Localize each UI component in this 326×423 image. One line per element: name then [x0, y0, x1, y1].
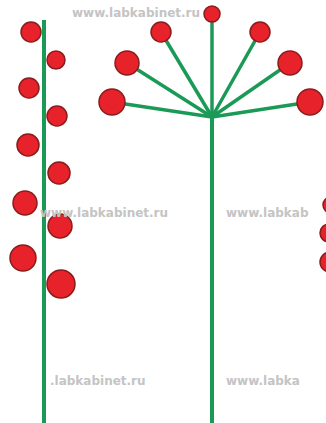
flower	[115, 51, 139, 75]
flower	[10, 245, 36, 271]
flower	[297, 89, 323, 115]
flower	[47, 51, 65, 69]
flower	[21, 22, 41, 42]
stem	[210, 117, 214, 423]
watermark: www.labkab	[226, 206, 309, 220]
raceme	[10, 20, 75, 423]
ray	[161, 32, 212, 117]
partial-inflorescence	[320, 197, 326, 272]
ray	[212, 102, 310, 117]
stem	[42, 20, 46, 423]
watermark: www.labka	[226, 374, 300, 388]
ray	[127, 63, 212, 117]
flower	[47, 106, 67, 126]
flower	[151, 22, 171, 42]
flower	[19, 78, 39, 98]
flower	[99, 89, 125, 115]
flower	[47, 270, 75, 298]
flower	[48, 162, 70, 184]
ray	[210, 14, 214, 117]
flower	[204, 6, 220, 22]
flowers	[99, 6, 323, 115]
watermark: .labkabinet.ru	[50, 374, 146, 388]
watermark: www.labkabinet.ru	[40, 206, 168, 220]
flower	[250, 22, 270, 42]
flower	[323, 197, 326, 213]
flower	[320, 252, 326, 272]
ray	[212, 63, 290, 117]
flower	[320, 224, 326, 242]
flower	[17, 134, 39, 156]
flower	[13, 191, 37, 215]
ray	[212, 32, 260, 117]
flower	[278, 51, 302, 75]
flowers	[10, 22, 75, 298]
watermark: www.labkabinet.ru	[72, 6, 200, 20]
